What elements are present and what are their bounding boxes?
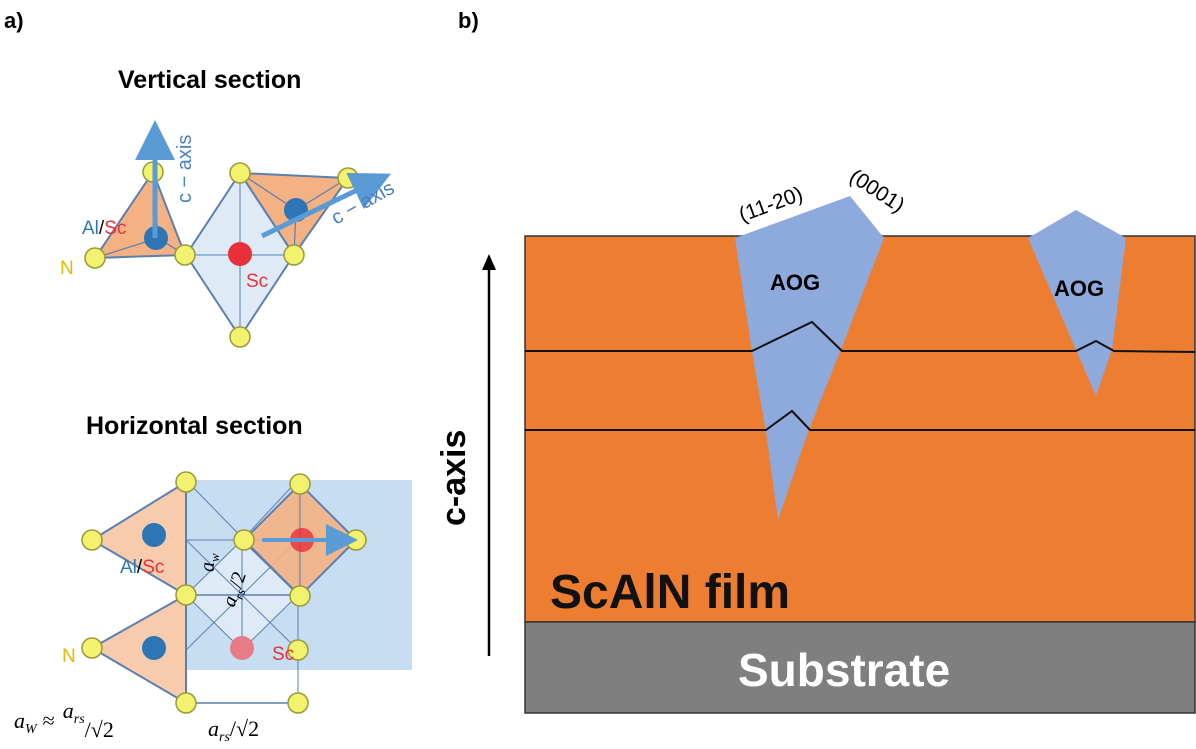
sc-label-top: Sc — [246, 271, 268, 292]
aog-grain-2 — [1028, 210, 1126, 396]
c-axis-label-b: c-axis — [435, 430, 473, 526]
substrate-label: Substrate — [738, 644, 950, 696]
c-axis-label-vertical: c − axis — [174, 135, 196, 203]
horizontal-section-title: Horizontal section — [86, 412, 303, 440]
panel-a-label: a) — [4, 8, 24, 33]
n-label-top: N — [60, 258, 74, 279]
c-axis-arrowhead-b — [482, 254, 496, 270]
sc-atom-h-bottom — [230, 636, 254, 660]
horizontal-grid — [89, 479, 412, 705]
boundary-line-2 — [525, 409, 1195, 431]
ars-sqrt2-label: ars/√2 — [208, 716, 259, 745]
al-sc-atom-h1 — [142, 523, 166, 547]
c-axis-arrow-tilted — [260, 173, 392, 239]
sc-atom-center — [228, 242, 252, 266]
ars-half-label: ars/2 — [218, 569, 254, 611]
aog-label-1: AOG — [770, 270, 820, 295]
aw-formula: aW≈ars/√2 — [14, 698, 114, 742]
sc-label-bottom: Sc — [272, 644, 294, 665]
aw-label: aw — [197, 553, 222, 572]
panel-b-label: b) — [458, 8, 479, 33]
n-label-bottom: N — [62, 646, 76, 667]
boundary-line-1 — [525, 320, 1196, 353]
al-sc-label-top: Al/Sc — [82, 218, 126, 239]
scaln-film-label: ScAlN film — [550, 566, 790, 619]
substrate — [524, 621, 1196, 714]
al-sc-atom-h2 — [142, 636, 166, 660]
left-tetrahedron — [93, 169, 187, 260]
aog-label-2: AOG — [1054, 276, 1104, 301]
vertical-section-title: Vertical section — [118, 66, 301, 94]
aog-grain-1 — [735, 196, 884, 520]
al-sc-label-bottom: Al/Sc — [120, 557, 164, 578]
